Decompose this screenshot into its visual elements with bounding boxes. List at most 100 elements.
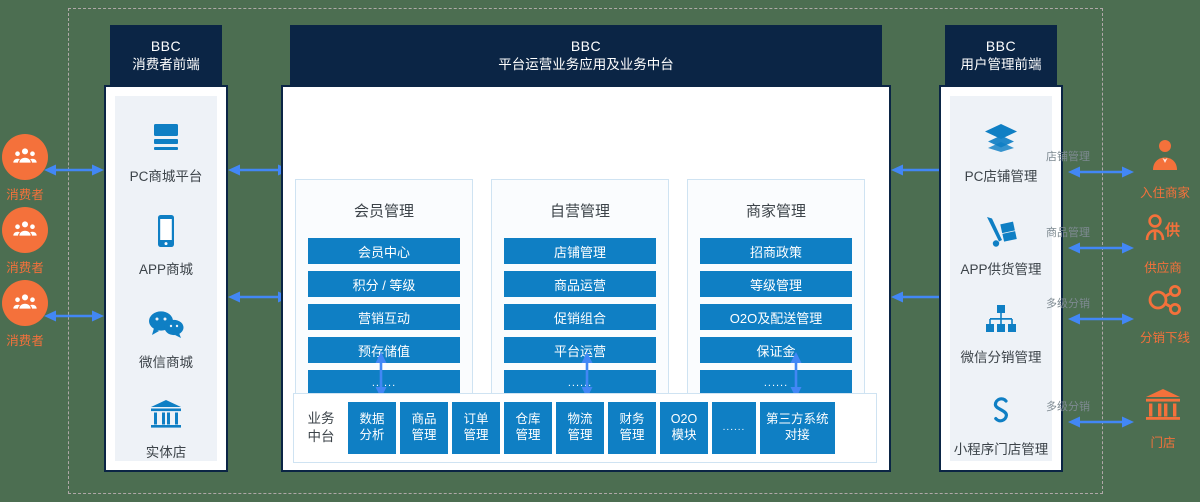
midplatform-label-line1: 业务 (307, 411, 335, 427)
actor-label: 消费者 (6, 334, 44, 348)
merchant-person-icon (1142, 132, 1188, 178)
consumer-group-icon (2, 207, 48, 253)
business-middle-platform: 业务 中台 数据 分析 商品 管理 订单 管理 仓库 管理 物流 管理 (293, 393, 877, 463)
center-panel-body: 会员管理 会员中心 积分 / 等级 营销互动 预存储值 ...... 自营管理 … (281, 85, 891, 472)
right-feature-wechat-distribution-management[interactable]: 微信分销管理 (950, 301, 1052, 366)
midplatform-cell-data-analysis[interactable]: 数据 分析 (348, 402, 396, 454)
midplatform-cell-third-party-integration[interactable]: 第三方系统 对接 (760, 402, 835, 454)
midplatform-cell-product-management[interactable]: 商品 管理 (400, 402, 448, 454)
right-feature-pc-store-management[interactable]: PC店铺管理 (950, 120, 1052, 185)
left-feature-physical-store[interactable]: 实体店 (115, 396, 217, 461)
right-feature-label: 小程序门店管理 (953, 442, 1049, 457)
column-title: 自营管理 (549, 203, 610, 220)
chip-item-more[interactable]: ...... (504, 370, 656, 396)
hand-truck-icon (983, 213, 1019, 249)
chip-item[interactable]: 等级管理 (700, 271, 852, 297)
cell-line1: 仓库 (515, 412, 541, 427)
system-boundary (68, 8, 1103, 494)
center-panel-title-line2: 平台运营业务应用及业务中台 (498, 56, 674, 72)
right-panel-header: BBC 用户管理前端 (945, 25, 1057, 86)
layers-icon (983, 120, 1019, 156)
left-feature-label: 微信商城 (139, 355, 193, 370)
midplatform-cell-more[interactable]: ...... (712, 402, 756, 454)
cell-line2: 管理 (567, 428, 593, 442)
actor-label: 供应商 (1144, 261, 1182, 275)
cell-line1: ...... (722, 421, 746, 433)
actor-consumer-1: 消费者 (2, 134, 48, 203)
chip-item[interactable]: 积分 / 等级 (308, 271, 460, 297)
chip-item-more[interactable]: ...... (700, 370, 852, 396)
midplatform-label: 业务 中台 (294, 410, 348, 445)
svg-text:供: 供 (1164, 221, 1180, 239)
cell-line2: 管理 (515, 428, 541, 442)
midplatform-cell-order-management[interactable]: 订单 管理 (452, 402, 500, 454)
left-feature-pc-mall[interactable]: PC商城平台 (115, 120, 217, 185)
supplier-icon: 供 (1140, 207, 1186, 253)
cell-line1: 订单 (463, 412, 489, 427)
left-feature-label: 实体店 (145, 445, 187, 460)
consumer-group-icon (2, 134, 48, 180)
column-title: 商家管理 (745, 203, 806, 220)
chip-item[interactable]: 保证金 (700, 337, 852, 363)
actor-label: 分销下线 (1140, 331, 1191, 345)
actor-label: 门店 (1150, 436, 1176, 450)
chip-item[interactable]: 平台运营 (504, 337, 656, 363)
right-feature-app-supply-management[interactable]: APP供货管理 (950, 213, 1052, 278)
actor-distributor: 分销下线 (1140, 277, 1190, 346)
relation-label: 店铺管理 (1046, 151, 1090, 163)
arrow-column1-to-midplatform (374, 352, 388, 398)
cell-line1: O2O (670, 412, 698, 427)
midplatform-cell-warehouse-management[interactable]: 仓库 管理 (504, 402, 552, 454)
actor-supplier: 供 供应商 (1140, 207, 1186, 276)
left-feature-label: APP商城 (138, 262, 193, 277)
arrow-consumer-to-frontend-1 (44, 163, 104, 182)
left-feature-app-mall[interactable]: APP商城 (115, 213, 217, 278)
actor-store: 门店 (1140, 382, 1186, 451)
consumer-group-icon (2, 280, 48, 326)
storefront-icon (149, 396, 183, 432)
cell-line1: 物流 (567, 412, 593, 427)
monitor-stack-icon (148, 120, 184, 156)
smartphone-icon (154, 213, 178, 249)
chip-item[interactable]: 店铺管理 (504, 238, 656, 264)
chip-item[interactable]: 促销组合 (504, 304, 656, 330)
center-panel-header: BBC 平台运营业务应用及业务中台 (290, 25, 882, 86)
cell-line1: 商品 (411, 412, 437, 427)
actor-consumer-2: 消费者 (2, 207, 48, 276)
arrow-column3-to-midplatform (789, 352, 803, 398)
midplatform-cells: 数据 分析 商品 管理 订单 管理 仓库 管理 物流 管理 财务 管理 (348, 402, 835, 454)
mini-program-icon (986, 393, 1016, 429)
chip-item[interactable]: 招商政策 (700, 238, 852, 264)
left-panel-title-line2: 消费者前端 (132, 56, 200, 72)
center-column-merchant-management: 商家管理 招商政策 等级管理 O2O及配送管理 保证金 ...... (687, 179, 865, 431)
center-column-self-operated-management: 自营管理 店铺管理 商品运营 促销组合 平台运营 ...... (491, 179, 669, 431)
midplatform-cell-logistics-management[interactable]: 物流 管理 (556, 402, 604, 454)
right-feature-label: PC店铺管理 (964, 169, 1038, 184)
actor-consumer-3: 消费者 (2, 280, 48, 349)
cell-line2: 对接 (784, 428, 810, 442)
share-network-icon (1142, 277, 1188, 323)
chip-item[interactable]: 会员中心 (308, 238, 460, 264)
right-feature-miniprogram-store-management[interactable]: 小程序门店管理 (950, 393, 1052, 458)
wechat-bubbles-icon (147, 306, 185, 342)
chip-item[interactable]: 营销互动 (308, 304, 460, 330)
actor-label: 入住商家 (1140, 186, 1191, 200)
right-panel-title-line1: BBC (985, 37, 1017, 54)
column-title: 会员管理 (353, 203, 414, 220)
chip-item[interactable]: 商品运营 (504, 271, 656, 297)
cell-line1: 数据 (359, 412, 385, 427)
org-tree-icon (984, 301, 1018, 337)
right-panel-title-line2: 用户管理前端 (960, 56, 1042, 72)
cell-line2: 管理 (411, 428, 437, 442)
left-feature-wechat-mall[interactable]: 微信商城 (115, 306, 217, 371)
relation-label: 商品管理 (1046, 227, 1090, 239)
cell-line2: 分析 (359, 428, 385, 442)
midplatform-cell-o2o-module[interactable]: O2O 模块 (660, 402, 708, 454)
arrow-consumer-to-frontend-2 (44, 309, 104, 328)
chip-item[interactable]: O2O及配送管理 (700, 304, 852, 330)
right-panel-body: PC店铺管理 APP供货管理 (939, 85, 1063, 472)
cell-line2: 管理 (463, 428, 489, 442)
midplatform-cell-finance-management[interactable]: 财务 管理 (608, 402, 656, 454)
midplatform-label-line2: 中台 (307, 429, 335, 444)
